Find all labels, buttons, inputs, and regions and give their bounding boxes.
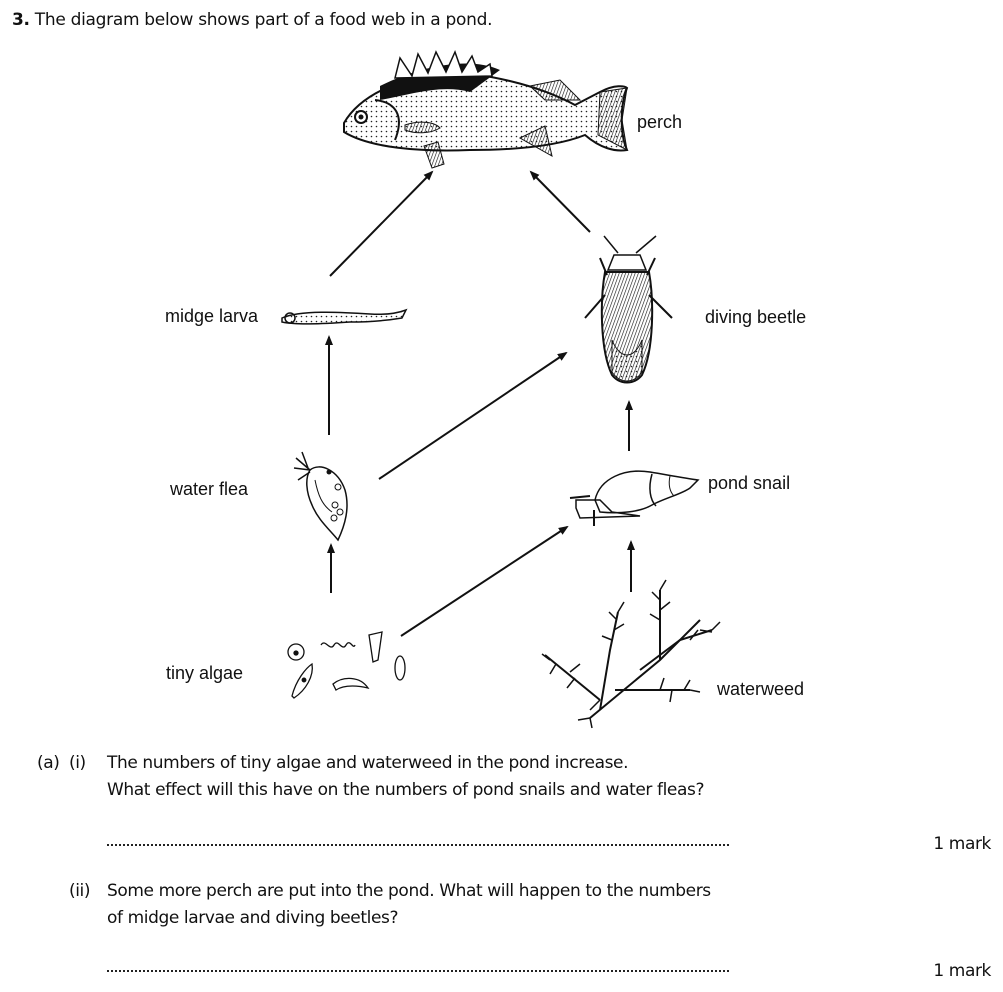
- subpart-ii-label: (ii): [69, 881, 91, 901]
- label-diving-beetle: diving beetle: [705, 307, 807, 327]
- arrow-midge-to-perch: [329, 170, 434, 277]
- waterweed-icon: [541, 579, 721, 729]
- food-web-diagram: perch: [281, 49, 721, 729]
- perch-fish-icon: [343, 49, 629, 169]
- question-heading: 3. The diagram below shows part of a foo…: [12, 10, 493, 30]
- arrow-algae-to-snail: [400, 525, 569, 637]
- food-web-arrows: [325, 170, 635, 637]
- answer-line-a-ii[interactable]: [107, 968, 729, 972]
- water-flea-icon: [293, 451, 348, 542]
- label-tiny-algae: tiny algae: [166, 663, 244, 683]
- subpart-i-label: (i): [69, 753, 86, 773]
- pond-snail-icon: [569, 470, 700, 526]
- label-perch: perch: [637, 112, 682, 132]
- arrow-waterflea-to-beetle: [378, 351, 568, 480]
- question-a-ii-line1: Some more perch are put into the pond. W…: [107, 881, 711, 901]
- tiny-algae-icon: [287, 631, 406, 699]
- question-intro: The diagram below shows part of a food w…: [34, 10, 493, 30]
- question-a-ii-line2: of midge larvae and diving beetles?: [107, 908, 399, 928]
- answer-line-a-i[interactable]: [107, 842, 729, 846]
- diving-beetle-icon: [584, 235, 673, 384]
- midge-larva-icon: [281, 308, 408, 325]
- question-a-i-line1: The numbers of tiny algae and waterweed …: [107, 753, 629, 773]
- label-pond-snail: pond snail: [708, 473, 791, 493]
- label-water-flea: water flea: [170, 479, 249, 499]
- arrow-beetle-to-perch: [529, 170, 591, 233]
- marks-a-i: 1 mark: [933, 834, 991, 854]
- label-waterweed: waterweed: [717, 679, 805, 699]
- marks-a-ii: 1 mark: [933, 961, 991, 981]
- question-number: 3.: [12, 10, 30, 30]
- question-a-i-line2: What effect will this have on the number…: [107, 780, 705, 800]
- label-midge-larva: midge larva: [165, 306, 259, 326]
- part-a-label: (a): [37, 753, 60, 773]
